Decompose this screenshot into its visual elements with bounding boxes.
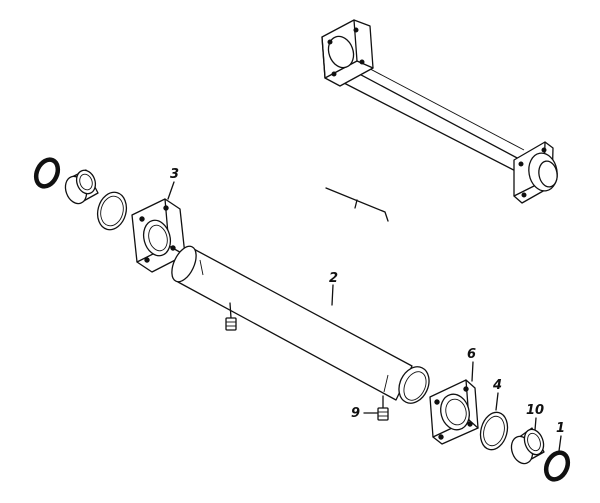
grease-fitting-lower <box>377 395 389 421</box>
callout-label-6: 6 <box>467 347 476 362</box>
flange-plate-right <box>429 379 479 445</box>
leader-lines <box>167 181 562 452</box>
ring-left <box>96 191 128 231</box>
assembled-shaft <box>321 19 558 204</box>
shaft-tube <box>171 245 430 404</box>
callout-label-2: 2 <box>329 271 338 286</box>
callout-label-4: 4 <box>492 378 502 393</box>
callout-label-9: 9 <box>351 406 360 421</box>
seal-ring-right <box>543 450 571 482</box>
flange-plate-left <box>131 198 186 273</box>
grease-fitting-upper <box>225 302 237 331</box>
ring-right <box>479 411 509 451</box>
callout-label-10: 10 <box>526 403 544 418</box>
bushing-right <box>510 427 545 465</box>
bushing-left <box>64 169 99 205</box>
seal-ring-left <box>33 157 61 189</box>
callout-label-3: 3 <box>170 167 179 182</box>
callout-label-1: 1 <box>556 421 565 436</box>
assembly-callout-bracket <box>325 187 389 222</box>
